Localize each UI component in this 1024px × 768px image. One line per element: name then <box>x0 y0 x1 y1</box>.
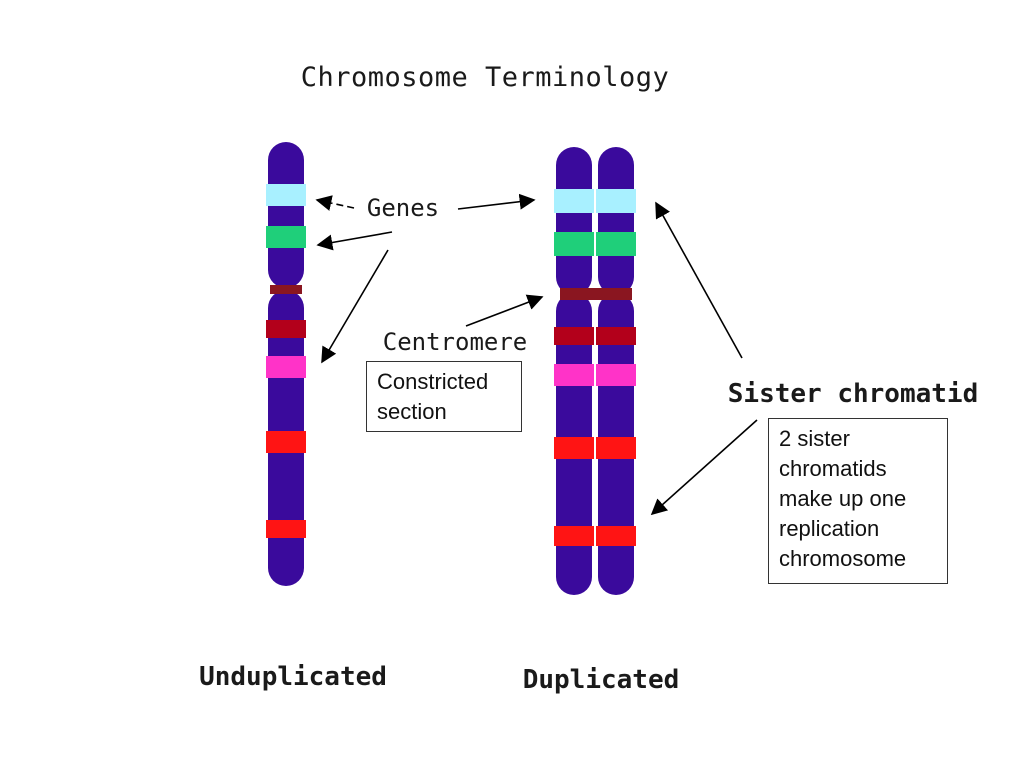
band-red-1 <box>596 437 636 459</box>
band-red-2 <box>554 526 594 546</box>
arrow-sister-chromatid-upper <box>655 201 743 359</box>
sister-chromatids-note: 2 sister chromatids make up one replicat… <box>768 418 948 584</box>
upper-arm <box>556 147 592 295</box>
gene-band-light-blue <box>266 184 306 206</box>
arrow-sister-chromatid-lower <box>650 419 758 516</box>
band-dark-red <box>266 320 306 338</box>
genes-label: Genes <box>367 194 439 222</box>
band-magenta <box>266 356 306 378</box>
gene-band-green <box>554 232 594 256</box>
upper-arm <box>598 147 634 295</box>
note-line: replication <box>779 516 880 541</box>
band-magenta <box>554 364 594 386</box>
centromere-band <box>270 285 302 294</box>
band-dark-red <box>554 327 594 345</box>
arrow-genes-to-unduplicated-green <box>316 231 393 251</box>
sister-chromatid-label: Sister chromatid <box>728 379 978 409</box>
band-red-1 <box>554 437 594 459</box>
arrow-genes-to-duplicated <box>457 193 536 210</box>
band-red-1 <box>266 431 306 453</box>
duplicated-chromatid-left <box>554 147 594 595</box>
duplicated-centromere-band <box>560 288 632 300</box>
note-line: make up one <box>779 486 907 511</box>
gene-band-green <box>266 226 306 248</box>
note-line: chromatids <box>779 456 887 481</box>
arrows <box>315 193 758 516</box>
duplicated-label: Duplicated <box>523 665 680 695</box>
arrow-centromere-to-duplicated <box>465 294 544 327</box>
gene-band-light-blue <box>554 189 594 213</box>
upper-arm <box>268 142 304 288</box>
band-magenta <box>596 364 636 386</box>
unduplicated-chromosome <box>266 142 306 586</box>
arrow-genes-to-unduplicated-magenta <box>321 249 389 364</box>
band-red-2 <box>266 520 306 538</box>
note-line: 2 sister <box>779 426 850 451</box>
note-line: section <box>377 399 447 424</box>
diagram-title: Chromosome Terminology <box>301 62 670 93</box>
note-line: chromosome <box>779 546 907 571</box>
note-line: Constricted <box>377 369 489 394</box>
arrow-genes-to-unduplicated-light-blue <box>315 195 355 211</box>
band-red-2 <box>596 526 636 546</box>
constricted-section-note: Constricted section <box>366 361 522 432</box>
gene-band-green <box>596 232 636 256</box>
centromere-label: Centromere <box>383 328 528 356</box>
unduplicated-label: Unduplicated <box>199 662 387 692</box>
duplicated-chromatid-right <box>596 147 636 595</box>
gene-band-light-blue <box>596 189 636 213</box>
band-dark-red <box>596 327 636 345</box>
